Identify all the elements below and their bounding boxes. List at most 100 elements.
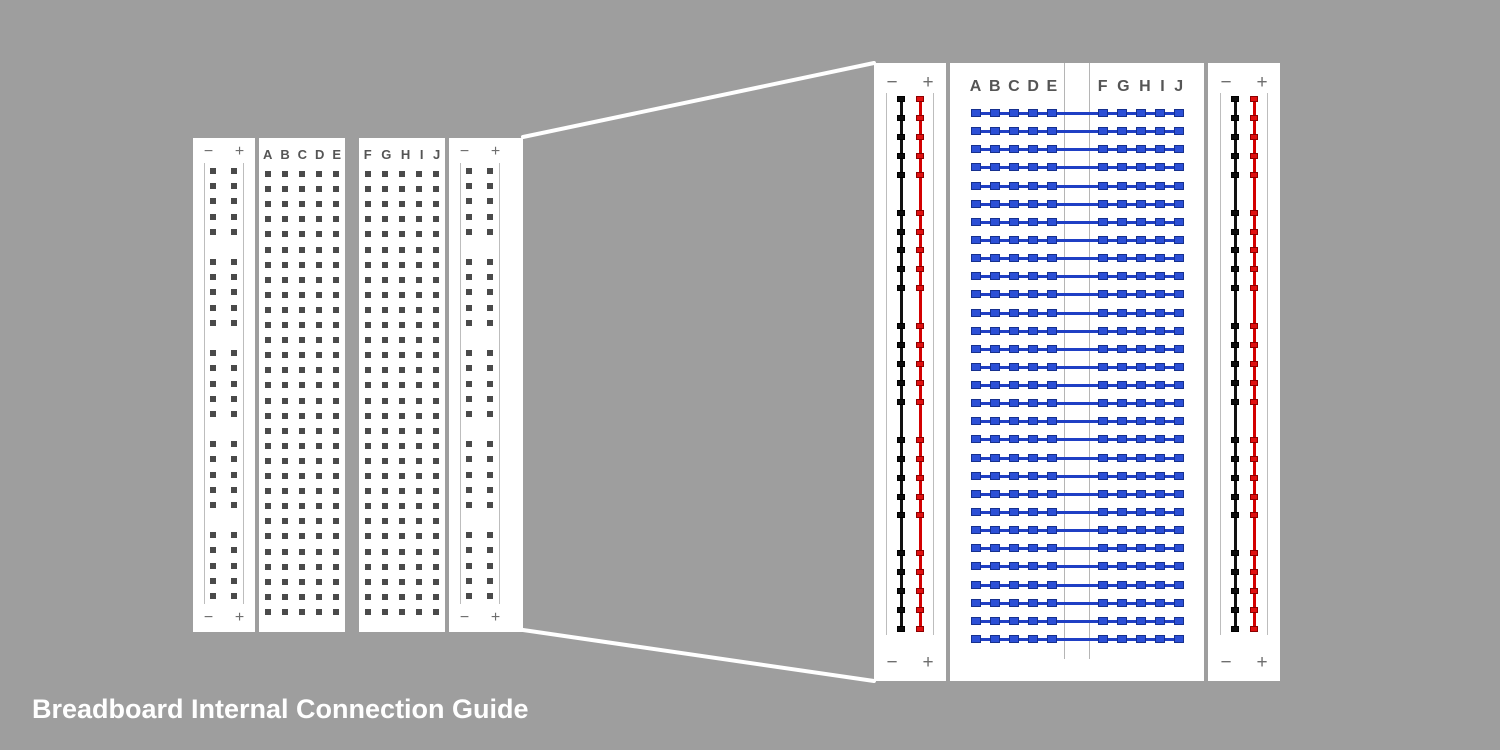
rail-hole	[487, 471, 493, 478]
row-connection-node	[1135, 127, 1146, 135]
terminal-hole	[364, 412, 371, 419]
rail-hole	[487, 441, 493, 448]
minus-sign-bottom: −	[886, 651, 898, 673]
terminal-hole	[416, 322, 423, 329]
rail-hole	[487, 168, 493, 174]
rail-hole	[466, 259, 472, 266]
center-channel-line	[1089, 63, 1090, 659]
row-connection-node	[1027, 417, 1038, 425]
row-connection-node	[1008, 182, 1019, 190]
column-label-f: F	[1097, 78, 1108, 95]
row-connection-node	[1046, 490, 1057, 498]
terminal-hole	[416, 367, 423, 374]
terminal-hole	[333, 322, 340, 329]
rail-hole	[231, 259, 237, 266]
row-connection-line	[975, 221, 1179, 224]
rail-hole	[231, 319, 237, 326]
row-connection-node	[1008, 163, 1019, 171]
row-connection-node	[1173, 363, 1184, 371]
terminal-hole	[316, 291, 323, 298]
row-connection-line	[975, 584, 1179, 587]
positive-rail-node	[1250, 379, 1258, 386]
terminal-hole	[333, 427, 340, 434]
power-rail-panel-right: −+−+	[1208, 63, 1280, 681]
row-connection-node	[989, 472, 1000, 480]
row-connection-node	[1008, 526, 1019, 534]
terminal-hole	[281, 337, 288, 344]
terminal-hole	[316, 322, 323, 329]
terminal-hole	[281, 503, 288, 510]
terminal-hole	[416, 533, 423, 540]
row-connection-node	[1116, 163, 1127, 171]
row-connection-node	[1116, 127, 1127, 135]
row-connection-node	[1097, 454, 1108, 462]
rail-hole	[231, 213, 237, 220]
negative-rail-node	[897, 133, 905, 140]
positive-rail-node	[1250, 398, 1258, 405]
row-connection-node	[1008, 399, 1019, 407]
terminal-hole	[264, 457, 271, 464]
row-connection-node	[1097, 617, 1108, 625]
terminal-hole	[416, 427, 423, 434]
row-connection-node	[1027, 544, 1038, 552]
column-label-b: B	[988, 78, 1001, 95]
row-connection-node	[1008, 472, 1019, 480]
row-connection-line	[975, 348, 1179, 351]
terminal-hole	[264, 578, 271, 585]
positive-rail-node	[1250, 626, 1258, 632]
row-connection-node	[1008, 127, 1019, 135]
terminal-hole	[399, 352, 405, 359]
terminal-hole	[316, 548, 323, 555]
negative-rail-node	[1231, 171, 1239, 178]
terminal-hole	[299, 397, 305, 404]
rail-hole	[210, 350, 216, 357]
row-connection-node	[1097, 635, 1108, 643]
row-connection-node	[1173, 399, 1184, 407]
rail-hole	[231, 168, 237, 174]
terminal-hole	[316, 352, 323, 359]
row-connection-node	[1008, 617, 1019, 625]
column-label-a: A	[262, 146, 273, 162]
row-connection-node	[1027, 290, 1038, 298]
rail-hole	[466, 365, 472, 372]
row-connection-node	[989, 544, 1000, 552]
terminal-hole	[433, 322, 440, 329]
row-connection-node	[1154, 544, 1165, 552]
terminal-hole	[364, 322, 371, 329]
row-connection-node	[970, 435, 981, 443]
rail-hole	[210, 547, 216, 554]
power-rail-bottom-signs: −+	[193, 608, 255, 628]
row-connection-node	[1046, 526, 1057, 534]
row-connection-node	[1116, 617, 1127, 625]
terminal-hole	[333, 306, 340, 313]
row-connection-node	[1135, 218, 1146, 226]
terminal-hole	[433, 442, 440, 449]
positive-rail-node	[1250, 342, 1258, 349]
row-connection-node	[1135, 290, 1146, 298]
negative-rail-node	[1231, 285, 1239, 292]
rail-hole	[210, 562, 216, 569]
terminal-hole	[399, 397, 405, 404]
terminal-hole	[299, 518, 305, 525]
terminal-hole	[364, 231, 371, 238]
terminal-hole	[364, 186, 371, 193]
row-connection-node	[1173, 254, 1184, 262]
row-connection-node	[1173, 182, 1184, 190]
row-connection-line	[975, 275, 1179, 278]
terminal-hole	[333, 488, 340, 495]
positive-rail-node	[1250, 96, 1258, 102]
minus-sign-top: −	[203, 143, 214, 160]
terminal-hole	[433, 533, 440, 540]
rail-hole	[487, 562, 493, 569]
row-connection-node	[1135, 544, 1146, 552]
terminal-hole	[316, 412, 323, 419]
negative-rail-node	[1231, 474, 1239, 481]
terminal-hole	[333, 533, 340, 540]
row-connection-line	[975, 620, 1179, 623]
row-connection-node	[1116, 218, 1127, 226]
rail-hole	[231, 304, 237, 311]
positive-rail-node	[1250, 133, 1258, 140]
column-label-j: J	[1174, 78, 1184, 95]
rail-hole	[210, 274, 216, 281]
